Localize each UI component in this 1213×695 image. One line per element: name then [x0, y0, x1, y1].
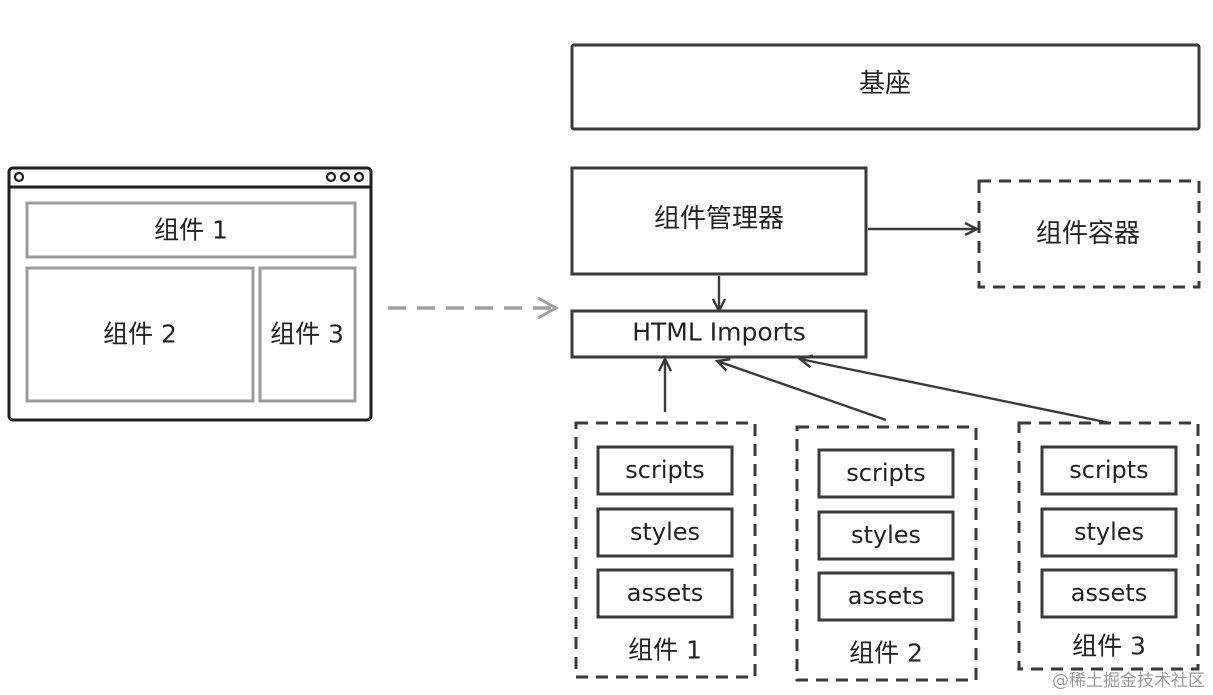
browser-component-1-box: [25, 201, 357, 259]
package-2-title: 组件 2: [849, 639, 923, 668]
package-2-scripts-label: scripts: [846, 459, 925, 487]
arrow-package-2-to-imports: [717, 361, 887, 422]
package-1-styles-box: [596, 507, 734, 558]
browser-dot-2-icon: [339, 171, 351, 183]
package-2-scripts-box: [817, 448, 955, 499]
package-2-assets-label: assets: [848, 582, 924, 610]
base-box: [570, 43, 1201, 131]
package-2-assets-box: [817, 571, 955, 622]
browser-dot-1-icon: [325, 171, 337, 183]
browser-component-1-label: 组件 1: [154, 216, 228, 245]
package-1-title: 组件 1: [628, 636, 702, 665]
package-1-scripts-label: scripts: [625, 456, 704, 484]
package-1-assets-box: [596, 568, 734, 619]
package-3: scripts styles assets 组件 3: [1017, 421, 1200, 671]
browser-dot-left-icon: [13, 171, 25, 183]
package-3-assets-label: assets: [1071, 579, 1147, 607]
package-3-styles-box: [1040, 507, 1178, 558]
package-1-scripts-box: [596, 445, 734, 496]
html-imports-label: HTML Imports: [632, 318, 806, 347]
package-3-styles-label: styles: [1074, 518, 1144, 546]
browser-component-2-label: 组件 2: [103, 320, 177, 349]
package-2: scripts styles assets 组件 2: [795, 425, 978, 682]
package-3-scripts-label: scripts: [1069, 456, 1148, 484]
package-3-scripts-box: [1040, 445, 1178, 496]
package-3-title: 组件 3: [1072, 632, 1146, 661]
browser-dot-3-icon: [353, 171, 365, 183]
package-1: scripts styles assets 组件 1: [574, 421, 757, 679]
html-imports-box: [570, 309, 868, 359]
browser-component-3-box: [258, 266, 357, 403]
package-1-assets-label: assets: [627, 579, 703, 607]
package-3-assets-box: [1040, 568, 1178, 619]
watermark: @稀土掘金技术社区: [1052, 671, 1205, 691]
package-2-styles-box: [817, 510, 955, 561]
browser-component-3-label: 组件 3: [270, 320, 344, 349]
component-manager-label: 组件管理器: [654, 204, 784, 234]
arrow-package-3-to-imports: [800, 359, 1111, 425]
base-label: 基座: [859, 69, 911, 99]
package-2-styles-label: styles: [851, 521, 921, 549]
component-container-box: [977, 179, 1201, 289]
package-1-styles-label: styles: [630, 518, 700, 546]
component-container-label: 组件容器: [1036, 219, 1140, 249]
browser-component-2-box: [25, 266, 255, 403]
browser-window: 组件 1 组件 2 组件 3: [7, 166, 373, 422]
component-manager-box: [570, 166, 868, 276]
